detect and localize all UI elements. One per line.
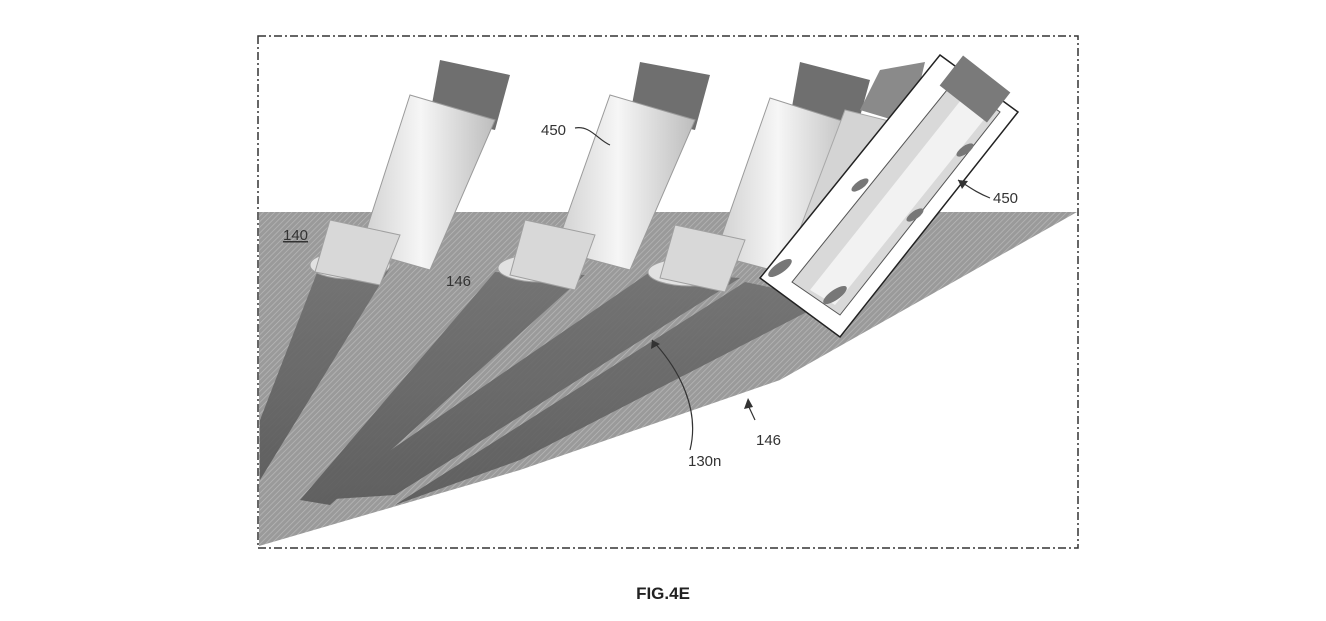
label-implant-left: 450 — [541, 122, 566, 139]
figure-caption: FIG.4E — [636, 584, 690, 603]
implant-shadows — [260, 268, 830, 505]
label-region: 140 — [283, 227, 308, 244]
label-surface-left: 146 — [446, 273, 471, 290]
leader-450-left — [574, 127, 611, 146]
figure-frame — [257, 35, 1079, 549]
label-surface-right: 146 — [756, 432, 781, 449]
implant-1 — [309, 60, 510, 286]
label-channel: 130n — [688, 453, 721, 470]
leader-arrowheads — [651, 180, 968, 409]
leader-130n — [651, 339, 694, 451]
implant-cross-section — [758, 53, 1020, 339]
label-implant-right: 450 — [993, 190, 1018, 207]
implant-2 — [497, 62, 710, 291]
